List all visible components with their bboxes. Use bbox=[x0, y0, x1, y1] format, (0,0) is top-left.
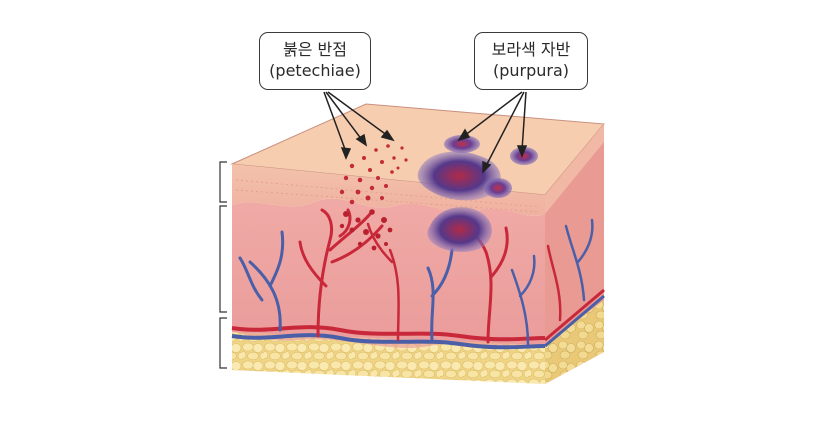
right-side-artery bbox=[544, 288, 605, 342]
epidermis-texture bbox=[235, 179, 541, 213]
dermis-vein-left bbox=[238, 230, 285, 332]
layer-bracket-epidermis bbox=[219, 161, 227, 203]
petechiae-pointer-arrows bbox=[323, 91, 395, 160]
dermis-vein-right bbox=[510, 254, 536, 346]
side-artery bbox=[546, 244, 562, 322]
petechiae-callout: 붉은 반점 (petechiae) bbox=[259, 32, 371, 90]
deep-artery bbox=[231, 325, 546, 342]
right-side-vein bbox=[544, 294, 605, 348]
purpura-dermis bbox=[427, 207, 492, 252]
layer-bracket-subcutaneous bbox=[219, 317, 227, 369]
side-vein bbox=[564, 218, 594, 302]
petechiae-dots-surface bbox=[339, 144, 408, 205]
purpura-label-english: (purpura) bbox=[492, 61, 570, 80]
dermis-vein-mid bbox=[426, 248, 454, 342]
right-side-epidermis bbox=[545, 124, 604, 214]
purpura-surface-large bbox=[417, 151, 501, 201]
petechiae-dots-dermis bbox=[339, 209, 393, 251]
dermis-artery-mid bbox=[366, 222, 400, 342]
purpura-surface-edge bbox=[484, 178, 512, 198]
purpura-surface-right bbox=[510, 147, 538, 165]
purpura-callout: 보라색 자반 (purpura) bbox=[474, 32, 588, 90]
petechiae-label-english: (petechiae) bbox=[269, 61, 361, 80]
petechiae-label-korean: 붉은 반점 bbox=[283, 40, 347, 59]
layer-bracket-dermis bbox=[219, 205, 227, 313]
purpura-surface-small bbox=[444, 135, 480, 153]
right-side-fat bbox=[545, 300, 604, 384]
purpura-pointer-arrows bbox=[457, 91, 528, 174]
deep-vein bbox=[231, 333, 546, 350]
epidermis-front bbox=[232, 164, 545, 216]
purpura-label-korean: 보라색 자반 bbox=[491, 40, 571, 59]
